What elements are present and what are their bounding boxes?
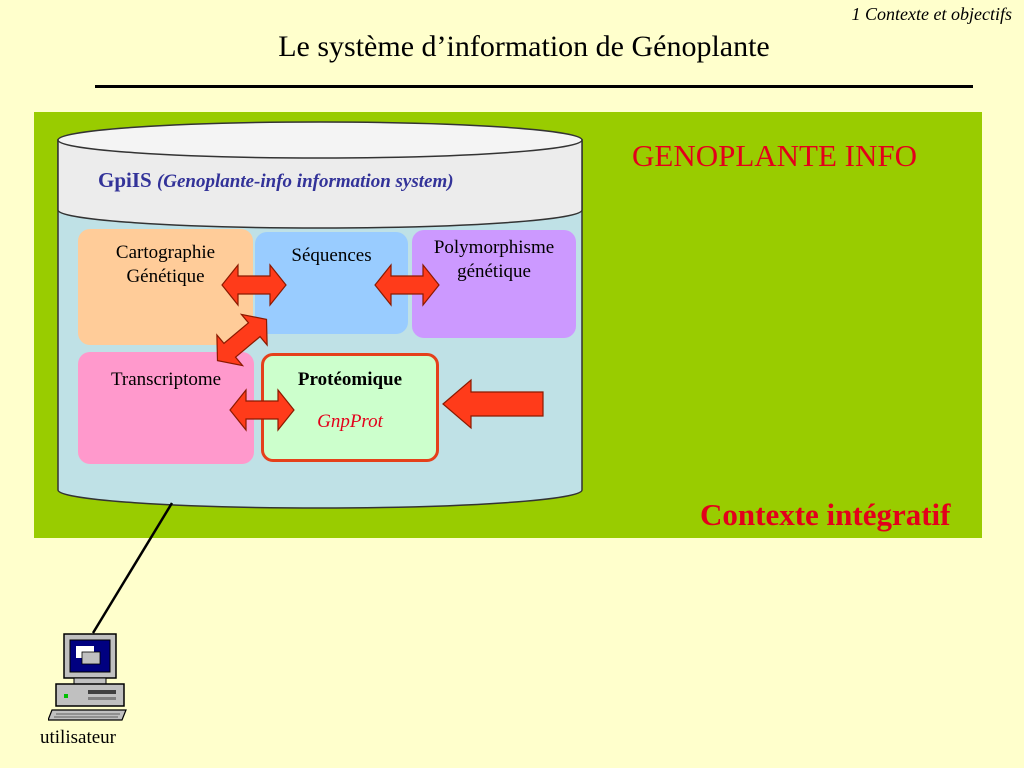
module-polymorphisme: Polymorphisme génétique [412, 230, 576, 338]
double-arrow-icon [221, 263, 287, 307]
module-transcriptome: Transcriptome [78, 352, 254, 464]
section-label: 1 Contexte et objectifs [851, 4, 1012, 24]
double-arrow-icon [229, 388, 295, 432]
user-label: utilisateur [40, 727, 116, 748]
database-description: (Genoplante-info information system) [156, 171, 454, 192]
database-cylinder-band [57, 139, 583, 229]
left-arrow-icon [442, 378, 544, 430]
module-proteomique-label: Protéomique [297, 369, 403, 390]
module-cartographie-label: Cartographie Génétique [115, 242, 216, 287]
database-cylinder-top [57, 121, 583, 159]
module-sequences-label: Séquences [291, 245, 372, 266]
database-label: GpiIS (Genoplante-info information syste… [98, 168, 454, 193]
computer-icon [48, 633, 127, 721]
double-arrow-icon [374, 263, 440, 307]
genoplante-info-label: GENOPLANTE INFO [632, 138, 918, 173]
user-connection-line [91, 502, 174, 634]
database-name: GpiIS [98, 168, 152, 192]
module-transcriptome-label: Transcriptome [110, 369, 222, 390]
contexte-integratif-label: Contexte intégratif [700, 497, 951, 532]
double-arrow-icon [216, 313, 268, 367]
module-polymorphisme-label: Polymorphisme génétique [433, 237, 555, 282]
title-divider [95, 85, 973, 88]
module-proteomique-sublabel: GnpProt [317, 411, 383, 432]
slide-title: Le système d’information de Génoplante [278, 30, 770, 63]
